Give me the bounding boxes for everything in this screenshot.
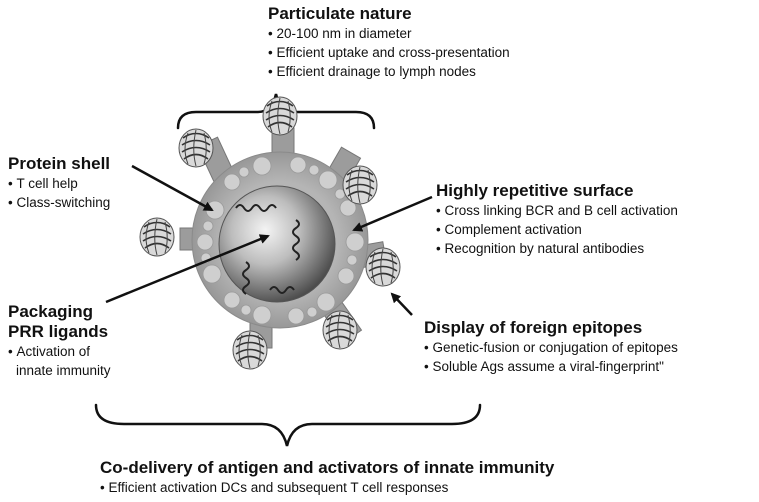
arrow-foreign-epitopes xyxy=(390,292,413,316)
particulate-bullet-2: Efficient uptake and cross-presentation xyxy=(268,43,509,62)
protein-shell-bullet-2: Class-switching xyxy=(8,193,110,212)
bottom-brace xyxy=(94,403,482,447)
co-delivery-bullet-1: Efficient activation DCs and subsequent … xyxy=(100,478,554,497)
packaging-bullet: Activation of xyxy=(8,342,111,361)
packaging-bullet-cont: innate immunity xyxy=(16,363,111,378)
particle-core xyxy=(218,185,336,303)
epitopes-bullet-1: Genetic-fusion or conjugation of epitope… xyxy=(424,338,677,357)
foreign-epitopes-block: Display of foreign epitopes Genetic-fusi… xyxy=(424,318,678,376)
packaging-title-line1: Packaging xyxy=(8,302,94,321)
packaging-title-line2: PRR ligands xyxy=(8,322,109,341)
arrow-repetitive-surface xyxy=(352,195,433,232)
particulate-bullet-3: Efficient drainage to lymph nodes xyxy=(268,62,510,81)
co-delivery-block: Co-delivery of antigen and activators of… xyxy=(100,458,554,497)
protein-shell-bullet-1: T cell help xyxy=(8,174,110,193)
protein-shell-title: Protein shell xyxy=(8,154,111,173)
epitopes-bullet-2: Soluble Ags assume a viral-fingerprint" xyxy=(424,357,678,376)
shell-texture xyxy=(196,156,365,325)
co-delivery-title: Co-delivery of antigen and activators of… xyxy=(100,458,555,477)
foreign-epitopes-title: Display of foreign epitopes xyxy=(424,318,643,337)
particulate-bullet-1: 20-100 nm in diameter xyxy=(268,24,510,43)
repetitive-bullet-3: Recognition by natural antibodies xyxy=(436,239,678,258)
arrow-packaging xyxy=(105,234,270,304)
packaged-ligands xyxy=(235,204,300,295)
particulate-nature-block: Particulate nature 20-100 nm in diameter… xyxy=(268,4,510,81)
repetitive-surface-title: Highly repetitive surface xyxy=(436,181,634,200)
arrow-protein-shell xyxy=(131,164,214,212)
top-brace xyxy=(176,93,376,130)
particulate-nature-title: Particulate nature xyxy=(268,4,412,23)
repetitive-surface-block: Highly repetitive surface Cross linking … xyxy=(436,181,678,258)
protein-shell-block: Protein shell T cell help Class-switchin… xyxy=(8,154,110,212)
repetitive-bullet-2: Complement activation xyxy=(436,220,678,239)
packaging-block: Packaging PRR ligands Activation of inna… xyxy=(8,302,111,380)
repetitive-bullet-1: Cross linking BCR and B cell activation xyxy=(436,201,677,220)
